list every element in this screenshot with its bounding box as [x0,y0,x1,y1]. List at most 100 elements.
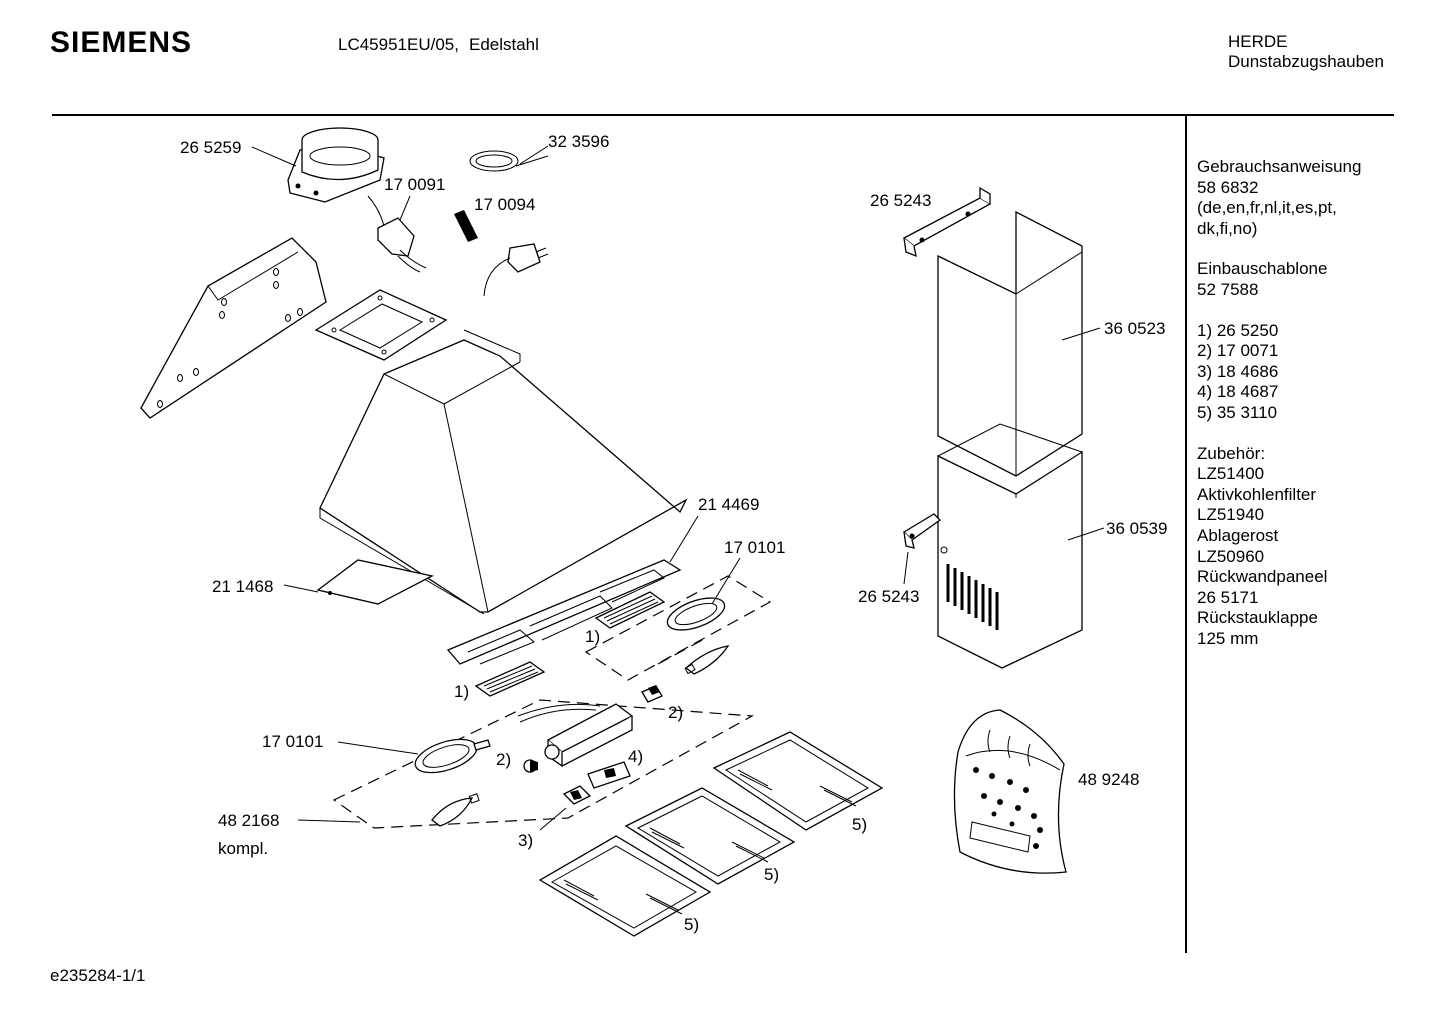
accessories-label: Zubehör: [1197,443,1266,463]
reference-item: 1) 26 5250 [1197,320,1279,340]
manual-languages-1: (de,en,fr,nl,it,es,pt, [1197,198,1337,218]
chimney-bracket-top [902,186,992,258]
callout-26-5259: 26 5259 [180,138,241,157]
manual-languages-2: dk,fi,no) [1197,218,1258,238]
charcoal-filter [712,731,884,831]
hood-canopy [319,329,688,615]
model-number: LC45951EU/05, [338,35,459,54]
leader-line [1061,327,1101,341]
category-line-2: Dunstabzugshauben [1228,52,1384,71]
callout-48-2168: 48 2168 [218,811,279,830]
charcoal-filter [538,835,712,937]
template-number: 52 7588 [1197,279,1259,299]
manual-block: Gebrauchsanweisung 58 6832 (de,en,fr,nl,… [1197,157,1361,239]
document-id: e235284-1/1 [50,966,146,985]
manual-label: Gebrauchsanweisung [1197,157,1362,176]
chimney-lower [937,423,1083,669]
accessory-item: Ablagerost [1197,525,1279,545]
manual-number: 58 6832 [1197,177,1259,197]
leader-line [1067,527,1105,541]
leader-line [903,551,909,585]
accessory-item: 125 mm [1197,628,1259,648]
charcoal-filter [624,787,796,885]
grille-cover [474,661,546,697]
switch-module [367,195,427,273]
callout-21-1468: 21 1468 [212,577,273,596]
kompl-label: kompl. [218,839,268,858]
ref-4: 4) [628,747,643,766]
category-line-1: HERDE [1228,32,1288,51]
header-divider [52,114,1394,116]
leader-line [399,195,411,221]
ref-5-bottom: 5) [684,915,699,934]
clip-part-small [562,785,592,805]
reference-item: 3) 18 4686 [1197,361,1279,381]
model-info: LC45951EU/05, Edelstahl [338,35,539,55]
grille-cover [594,591,666,629]
sidebar-divider [1185,116,1187,953]
accessories-block: Zubehör: LZ51400 Aktivkohlenfilter LZ519… [1197,444,1361,650]
callout-17-0094: 17 0094 [474,195,535,214]
mounting-plate [314,289,448,361]
ref-2-right: 2) [668,703,683,722]
front-panel-strip [316,559,434,605]
lamp-bulb [431,793,480,827]
ref-1-upper: 1) [585,627,600,646]
cable-tie [469,150,549,172]
air-outlet-connector [287,127,385,203]
callout-17-0101-top: 17 0101 [724,538,785,557]
parts-sidebar: Gebrauchsanweisung 58 6832 (de,en,fr,nl,… [1197,157,1361,669]
lamp-cover-bottom [414,738,491,774]
ref-1-lower: 1) [454,682,469,701]
ref-5-top: 5) [852,815,867,834]
ref-3: 3) [518,831,533,850]
reference-list: 1) 26 5250 2) 17 0071 3) 18 4686 4) 18 4… [1197,321,1361,424]
leader-line [297,819,361,823]
reference-item: 4) 18 4687 [1197,382,1279,402]
clip-part [587,761,631,789]
chimney-upper [937,210,1083,477]
category-block: HERDE Dunstabzugshauben [1228,32,1384,72]
lamp-bulb [684,645,730,675]
callout-48-9248: 48 9248 [1078,770,1139,789]
brand-logo: SIEMENS [50,26,193,59]
leader-line [251,146,297,167]
power-cable-plug [454,210,549,297]
filter-frame [446,559,682,665]
callout-21-4469: 21 4469 [698,495,759,514]
callout-36-0523: 36 0523 [1104,319,1165,338]
lower-light-kit-outline [332,637,755,829]
template-block: Einbauschablone 52 7588 [1197,259,1361,300]
callout-17-0101-bottom: 17 0101 [262,732,323,751]
accessory-item: LZ51940 [1197,505,1265,525]
callout-32-3596: 32 3596 [548,132,609,151]
wall-mounting-bracket [140,237,327,419]
reference-item: 2) 17 0071 [1197,341,1279,361]
ref-5-middle: 5) [764,865,779,884]
model-variant: Edelstahl [468,35,539,54]
chimney-bracket-bottom [902,513,942,549]
callout-36-0539: 36 0539 [1106,519,1167,538]
screw-bag [953,709,1067,874]
leader-line [283,584,319,593]
callout-17-0091: 17 0091 [384,175,445,194]
leader-line [669,515,699,563]
leader-line [711,557,741,605]
leader-line [519,145,549,165]
accessory-item: 26 5171 [1197,587,1259,607]
accessory-item: LZ50960 [1197,546,1265,566]
lamp-cover-top [666,597,726,631]
leader-line [539,807,567,831]
lamp-socket [523,759,538,773]
accessory-item: LZ51400 [1197,464,1265,484]
callout-26-5243-bottom: 26 5243 [858,587,919,606]
leader-line [337,741,419,755]
callout-26-5243-top: 26 5243 [870,191,931,210]
template-label: Einbauschablone [1197,259,1328,279]
accessory-item: Rückstauklappe [1197,608,1318,628]
ref-2-left: 2) [496,750,511,769]
upper-light-kit-outline [584,575,772,681]
accessory-item: Rückwandpaneel [1197,567,1328,587]
lamp-holder-small [641,685,663,703]
